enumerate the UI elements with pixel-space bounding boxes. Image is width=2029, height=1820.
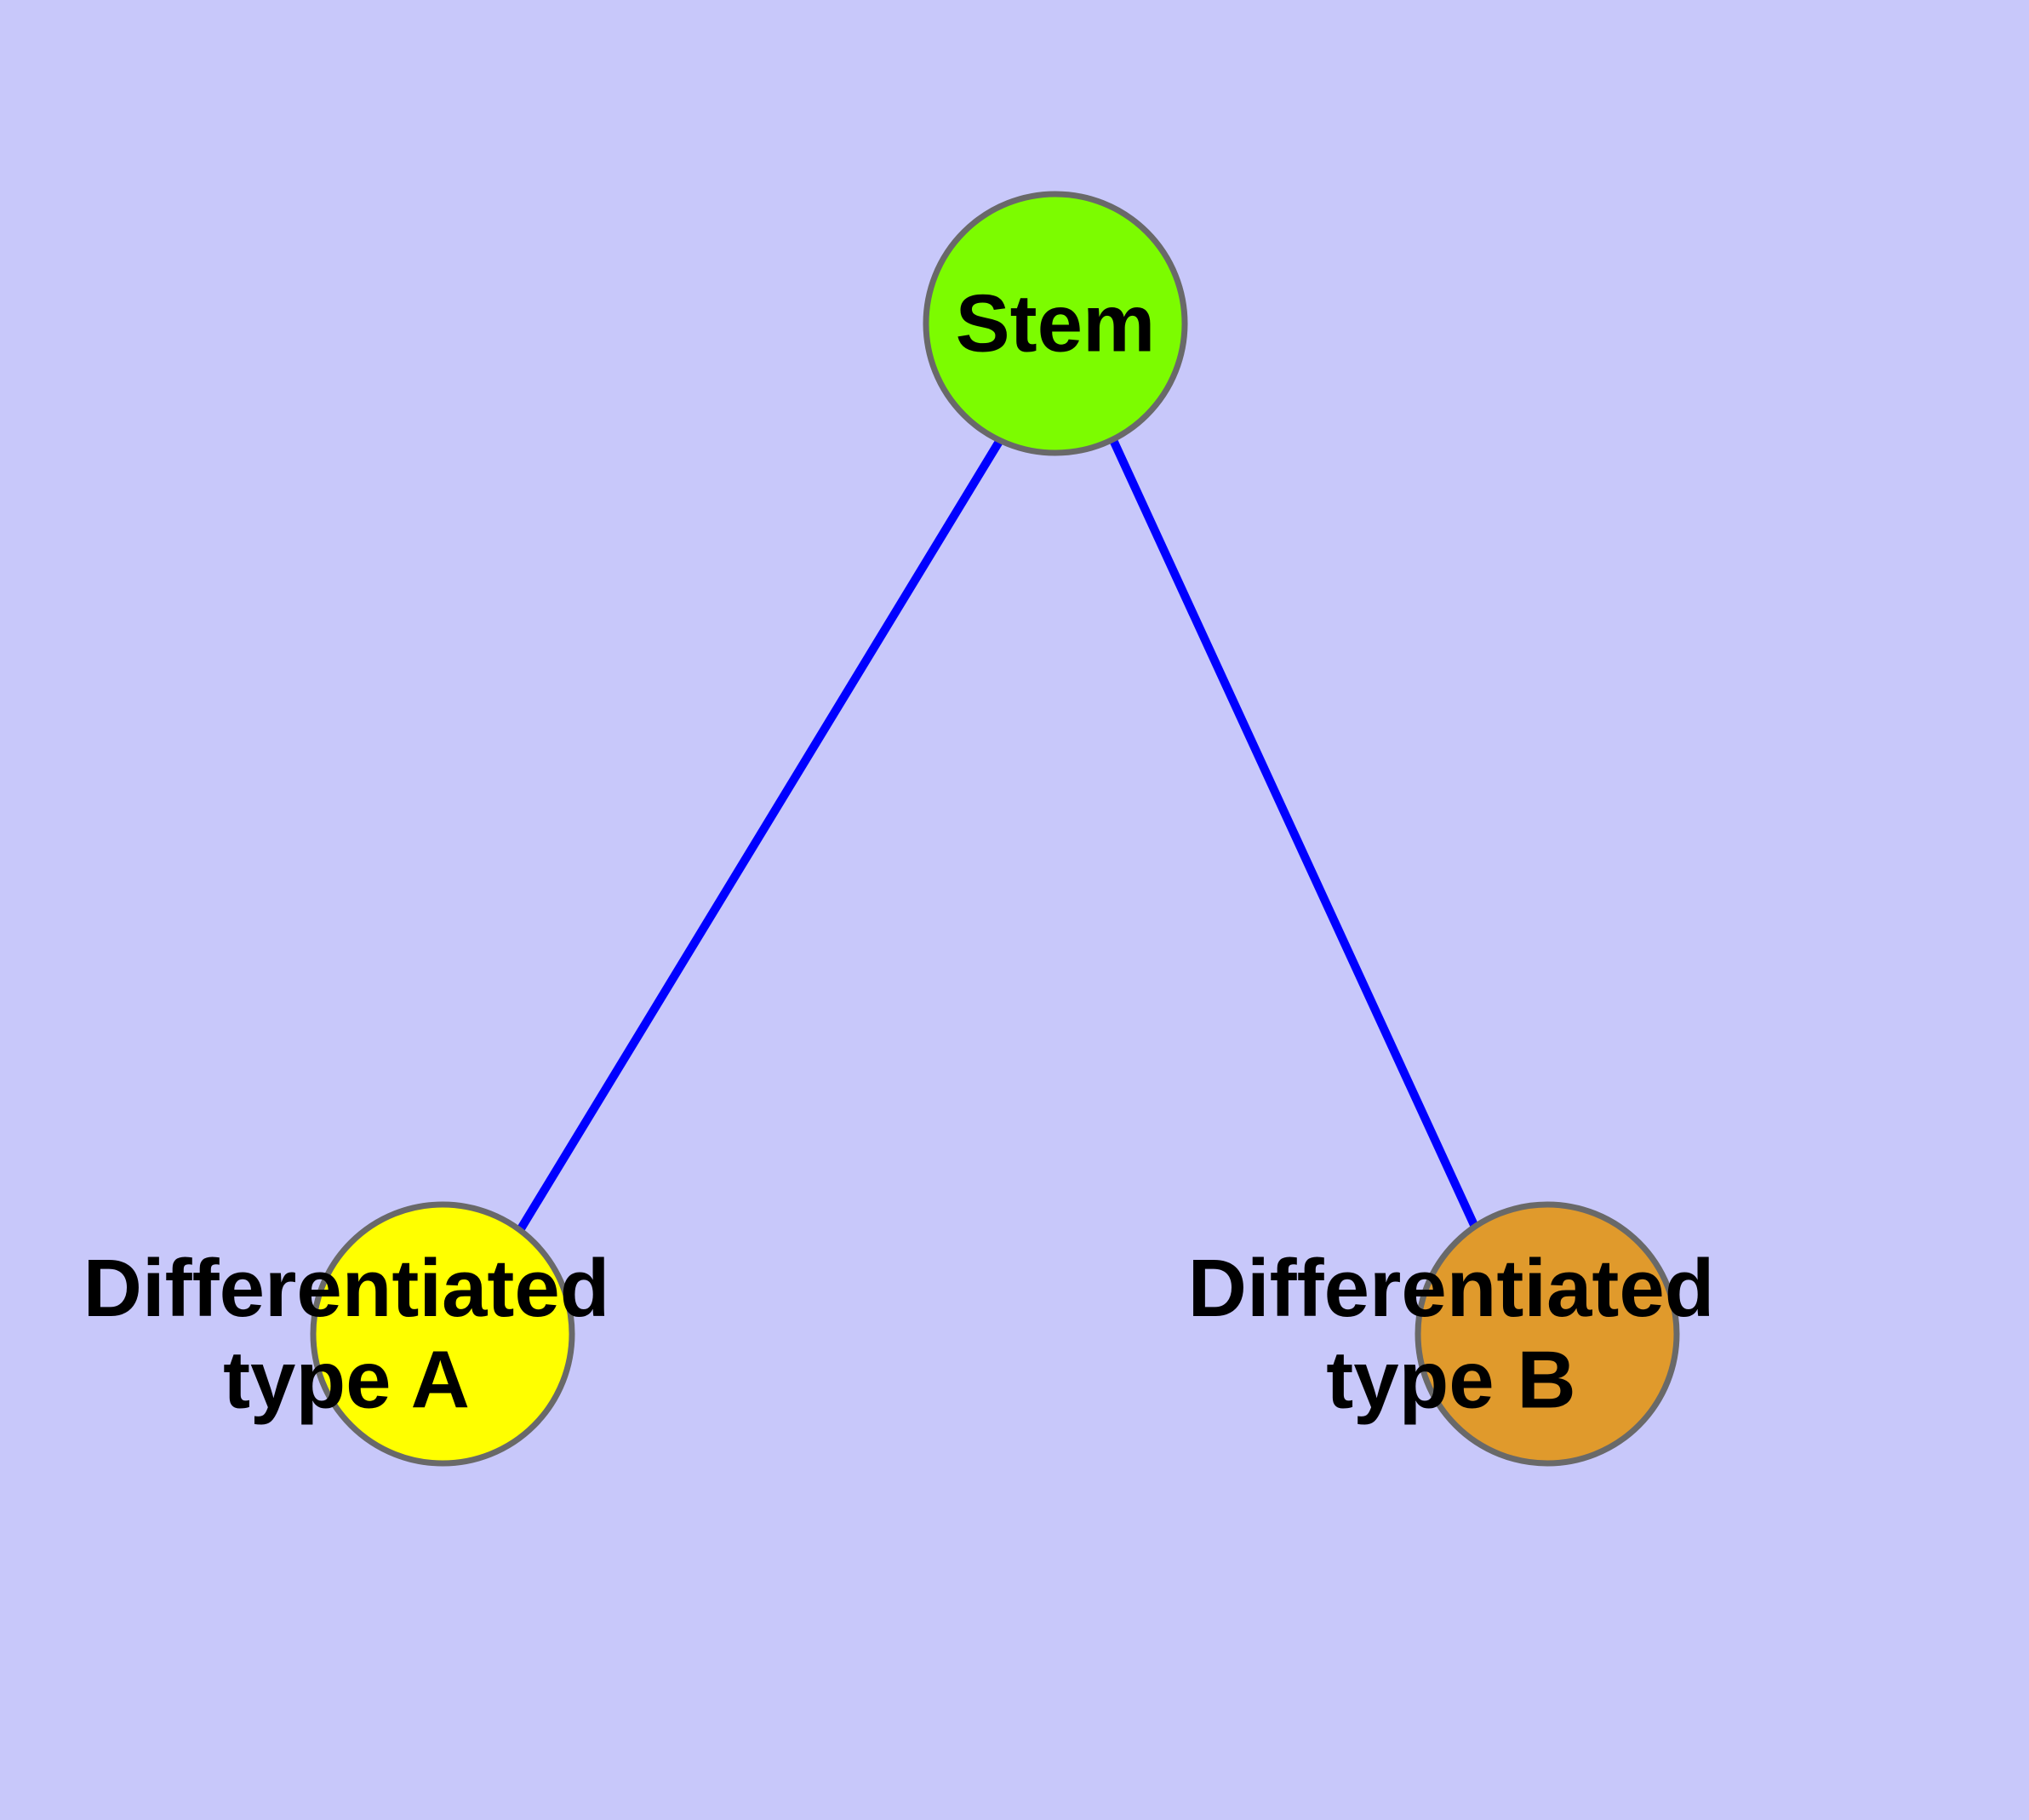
edge-stem-diff-a[interactable] (513, 438, 1004, 1237)
node-label-line: type B (1326, 1334, 1575, 1425)
edge-stem-diff-b[interactable] (1109, 438, 1483, 1237)
node-label-line: type A (223, 1334, 470, 1425)
nodes-layer (310, 191, 1680, 1467)
node-stem[interactable] (923, 191, 1188, 456)
node-label-line: Differentiated (1188, 1243, 1715, 1334)
node-label-stem: Stem (956, 278, 1156, 369)
node-label-line: Stem (956, 278, 1156, 369)
edges-layer (513, 438, 1483, 1237)
node-label-line: Differentiated (83, 1243, 610, 1334)
node-diff_b[interactable] (1415, 1201, 1680, 1467)
node-diff_a[interactable] (310, 1201, 575, 1467)
